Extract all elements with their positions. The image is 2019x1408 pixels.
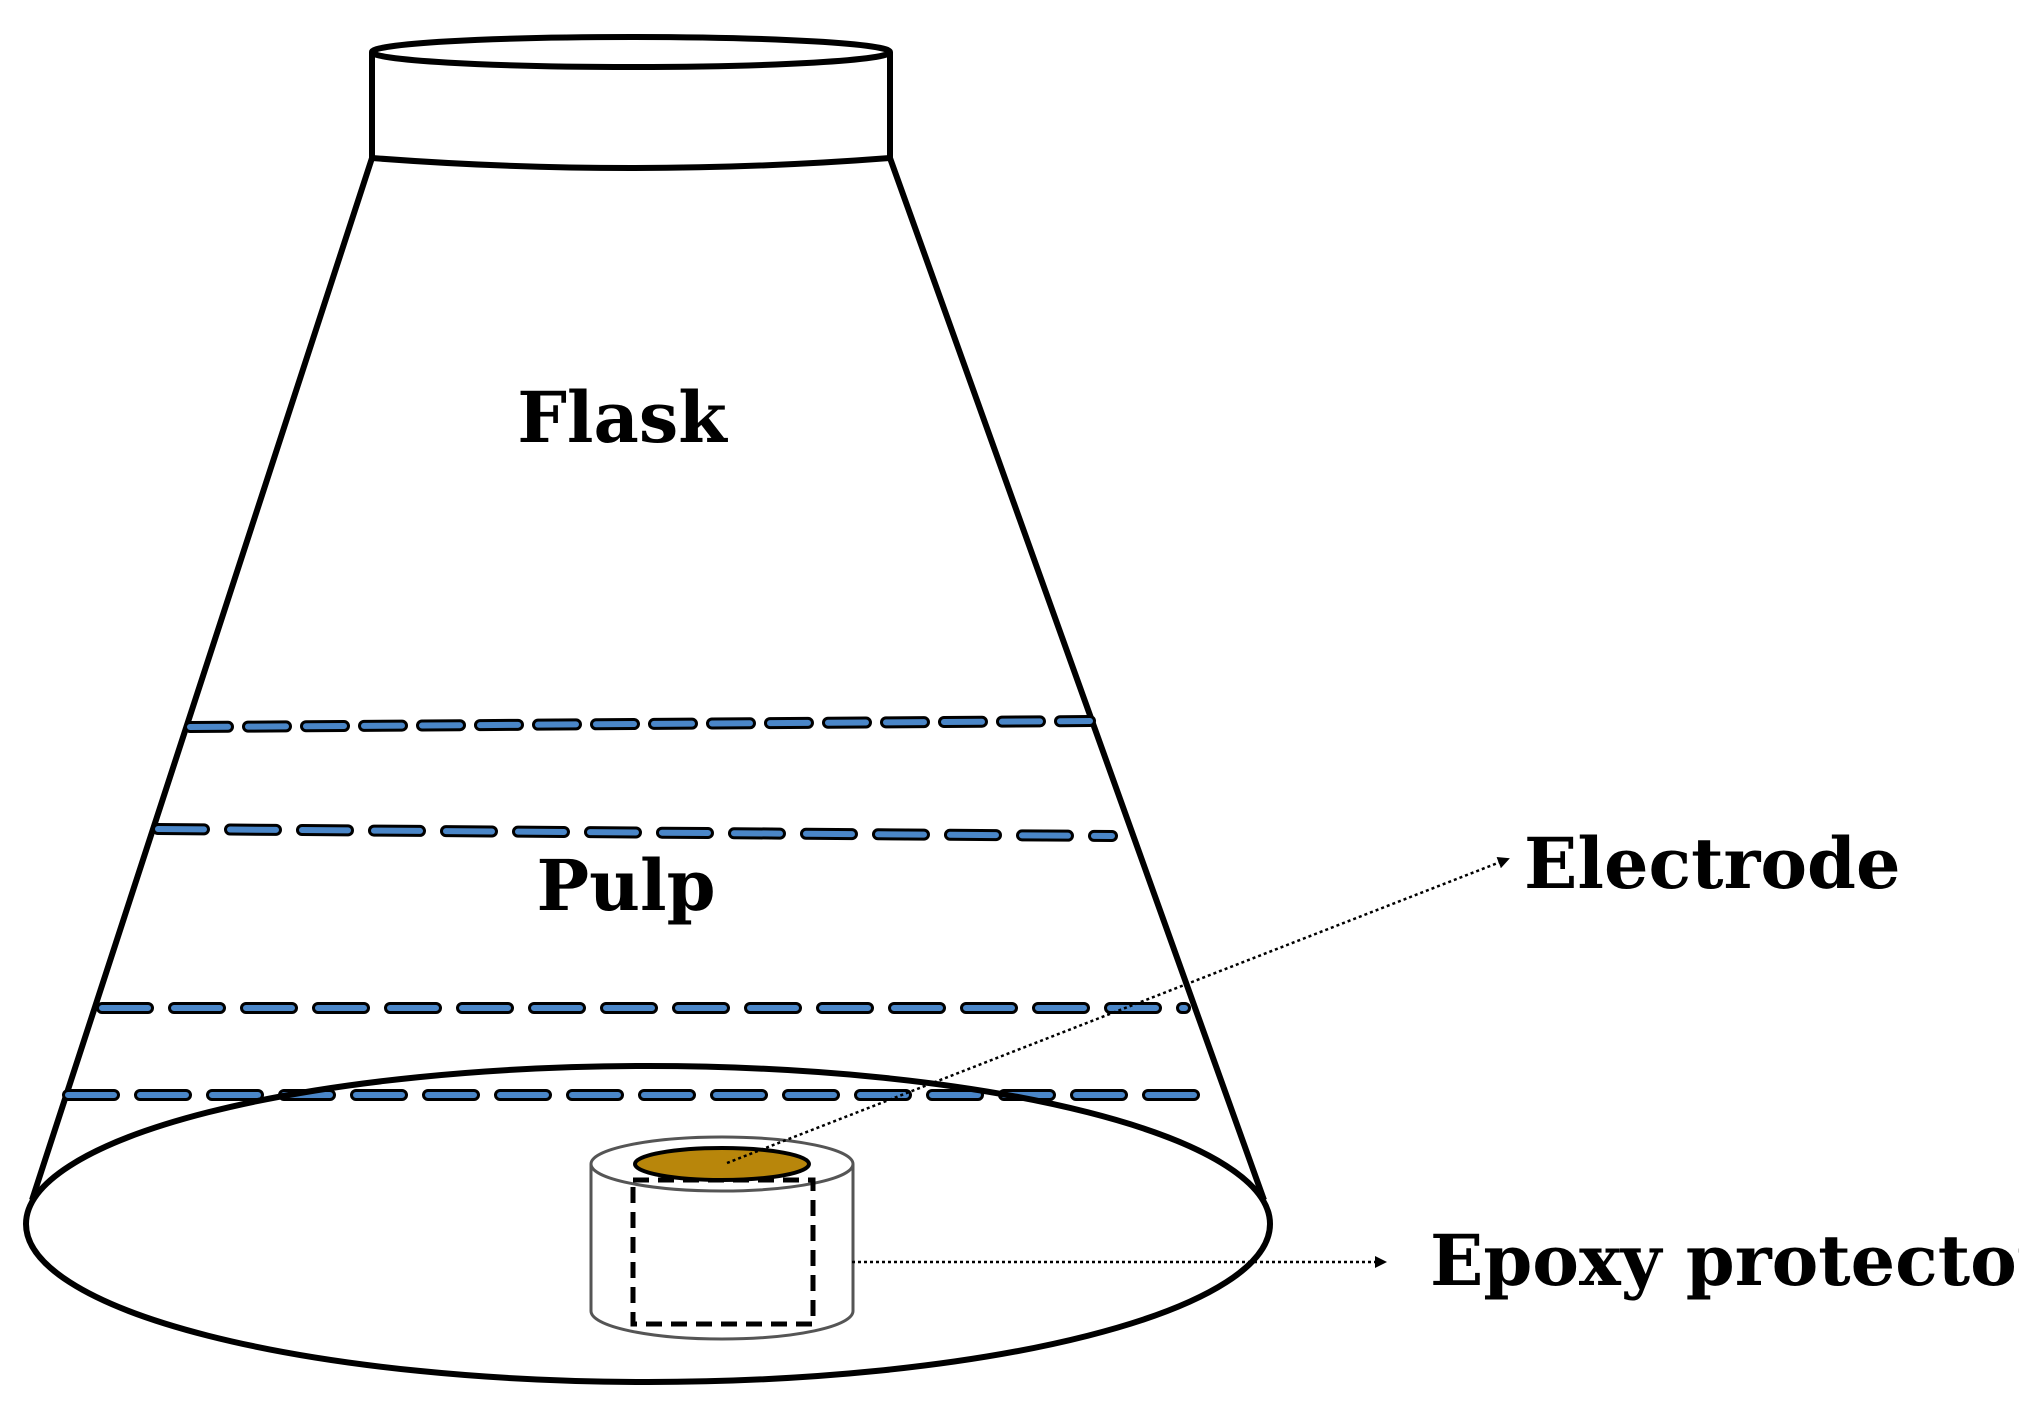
electrode-pointer-arrow	[726, 857, 1510, 1165]
pulp-level-lines	[62, 715, 1216, 1101]
flask-neck	[369, 34, 893, 171]
flask-base	[23, 1063, 1273, 1385]
flask-label: Flask	[517, 376, 728, 459]
electrode-label: Electrode	[1524, 822, 1901, 905]
flask-body-outline	[29, 156, 1267, 1202]
electrode-disc	[633, 1146, 811, 1182]
epoxy-protector-label: Epoxy protector	[1430, 1219, 2019, 1302]
epoxy-protector-cylinder	[589, 1135, 855, 1341]
pulp-label: Pulp	[536, 844, 715, 927]
